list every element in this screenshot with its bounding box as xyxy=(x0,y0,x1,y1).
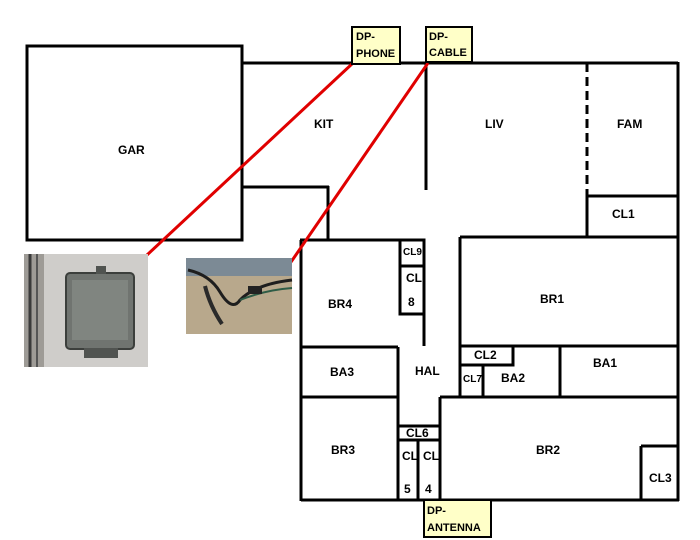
room-label-cl4-bottom: 4 xyxy=(425,482,432,496)
room-label-cl8-top: CL xyxy=(406,271,422,285)
svg-text:CABLE: CABLE xyxy=(429,47,467,59)
room-label-kit: KIT xyxy=(314,117,334,131)
room-label-ba3: BA3 xyxy=(330,365,354,379)
room-label-fam: FAM xyxy=(617,117,642,131)
room-label-cl5-top: CL xyxy=(402,449,418,463)
phone-connector-line xyxy=(145,61,355,257)
svg-text:ANTENNA: ANTENNA xyxy=(427,522,481,534)
dp-cable-label: DP- CABLE xyxy=(425,26,473,63)
dp-antenna-label: DP- ANTENNA xyxy=(423,499,492,538)
room-label-br3: BR3 xyxy=(331,443,355,457)
garage-outline xyxy=(25,44,244,242)
room-label-liv: LIV xyxy=(485,117,504,131)
svg-text:DP-: DP- xyxy=(427,505,446,517)
cable-photo xyxy=(186,258,293,334)
dp-phone-label: DP- PHONE xyxy=(351,26,401,65)
cable-connector-line xyxy=(289,62,430,263)
svg-text:PHONE: PHONE xyxy=(356,48,395,60)
phone-box-photo xyxy=(24,254,148,367)
room-label-cl7: CL7 xyxy=(463,374,482,385)
svg-text:DP-: DP- xyxy=(429,31,448,43)
room-label-cl3: CL3 xyxy=(649,471,672,485)
room-label-cl2: CL2 xyxy=(474,348,497,362)
room-label-cl9: CL9 xyxy=(403,247,422,258)
room-label-hal: HAL xyxy=(415,364,440,378)
room-label-cl8-bottom: 8 xyxy=(408,295,415,309)
room-label-br1: BR1 xyxy=(540,292,564,306)
room-label-ba2: BA2 xyxy=(501,371,525,385)
room-label-cl5-bottom: 5 xyxy=(404,482,411,496)
svg-text:DP-: DP- xyxy=(356,31,375,43)
room-label-gar: GAR xyxy=(118,143,145,157)
room-label-cl4-top: CL xyxy=(423,449,439,463)
room-label-br4: BR4 xyxy=(328,297,352,311)
room-label-cl6: CL6 xyxy=(406,426,429,440)
room-label-ba1: BA1 xyxy=(593,356,617,370)
room-label-cl1: CL1 xyxy=(612,207,635,221)
room-label-br2: BR2 xyxy=(536,443,560,457)
house-walls xyxy=(242,61,680,502)
